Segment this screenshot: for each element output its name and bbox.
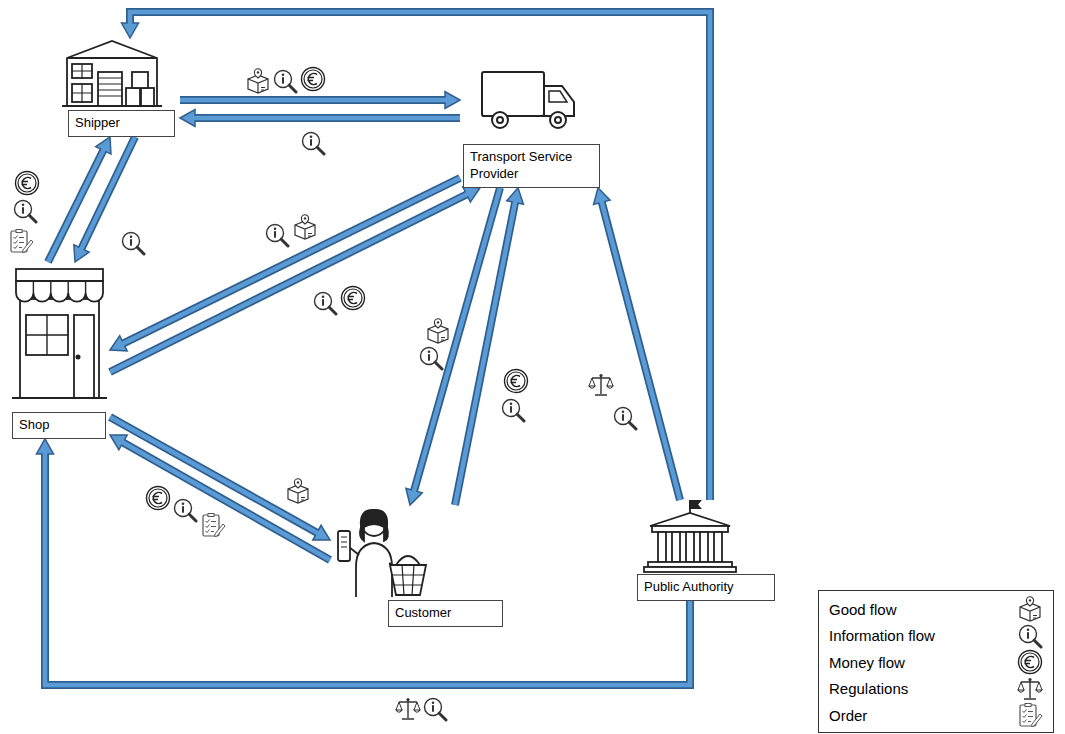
info-icon [421, 348, 443, 370]
info-icon [503, 400, 525, 422]
actor-label-box: Public Authority [637, 574, 775, 601]
authority-icon [644, 500, 736, 572]
actor-node: Public Authority [635, 500, 777, 601]
flow-arrow [455, 188, 523, 505]
money-icon [147, 487, 170, 510]
flow-arrow [110, 187, 480, 372]
legend-icon-shape [1020, 597, 1040, 621]
legend-icon [1017, 623, 1043, 649]
legend-row: Money flow [829, 649, 1043, 676]
arrow-head [445, 92, 460, 109]
legend-text: Money flow [829, 654, 905, 671]
goods-icon [248, 69, 268, 93]
arrow-fill [455, 201, 515, 505]
actor-name: Shipper [75, 115, 168, 132]
arrow-fill [121, 441, 330, 560]
actor-name: Customer [395, 605, 496, 622]
actor-name: Shop [19, 417, 99, 434]
info-icon [267, 225, 289, 247]
arrow-head [180, 110, 195, 127]
money-icon [302, 68, 325, 91]
store-icon [12, 269, 107, 398]
legend-icon [1017, 702, 1043, 728]
legend-icon [1017, 649, 1043, 675]
goods-icon [288, 479, 308, 503]
legend-row: Good flow [829, 596, 1043, 623]
flow-arrow [110, 417, 330, 540]
arrow-fill [110, 417, 319, 534]
arrow-outline [45, 454, 690, 685]
arrow-fill [130, 12, 710, 500]
legend-icon [1017, 676, 1043, 702]
info-icon [303, 133, 325, 155]
flow-arrow [180, 110, 460, 127]
legend-text: Information flow [829, 627, 935, 644]
warehouse-icon [62, 41, 162, 106]
actor-node: Transport Service Provider [460, 62, 602, 188]
legend-row: Information flow [829, 623, 1043, 650]
money-icon [16, 172, 39, 195]
legend-row: Regulations [829, 676, 1043, 703]
arrow-head [122, 23, 139, 38]
info-icon [315, 293, 337, 315]
goods-icon [428, 319, 448, 343]
actor-label-box: Shipper [68, 110, 175, 137]
legend-text: Good flow [829, 601, 897, 618]
actor-name: Transport Service Provider [470, 149, 593, 183]
flow-arrow [37, 439, 691, 685]
flow-arrow [110, 178, 460, 351]
actor-label-box: Customer [388, 600, 503, 627]
customer-icon [338, 510, 426, 597]
order-icon [11, 230, 33, 253]
legend-icon [1017, 596, 1043, 622]
info-icon [123, 233, 145, 255]
legend-row: Order [829, 702, 1043, 729]
legend-icon-shape [1020, 704, 1042, 727]
regulation-icon [589, 374, 613, 395]
info-icon [275, 71, 297, 93]
arrow-fill [601, 200, 680, 500]
actor-label-box: Shop [12, 412, 106, 439]
arrow-outline [130, 12, 710, 500]
actor-name: Public Authority [644, 579, 768, 596]
legend-box: Good flowInformation flowMoney flowRegul… [818, 590, 1054, 733]
arrow-fill [81, 137, 135, 250]
arrow-fill [110, 194, 468, 372]
arrow-fill [122, 178, 460, 344]
flow-arrow [594, 188, 680, 500]
legend-icon-shape [1018, 678, 1042, 699]
arrow-fill [193, 116, 460, 121]
order-icon [203, 514, 225, 537]
flow-arrow [110, 435, 330, 560]
info-icon [425, 699, 447, 721]
actor-node: Shop [10, 262, 110, 439]
flow-arrow [180, 92, 460, 109]
actor-node: Shipper [55, 38, 180, 137]
flow-arrow [48, 137, 111, 262]
legend-text: Regulations [829, 680, 908, 697]
regulation-icon [396, 698, 420, 719]
actor-label-box: Transport Service Provider [463, 144, 600, 188]
legend-icon-shape [1019, 651, 1042, 674]
legend-icon-shape [1020, 625, 1042, 647]
truck-icon [482, 72, 574, 128]
goods-icon [295, 215, 315, 239]
info-icon [615, 408, 637, 430]
arrow-head [37, 439, 54, 454]
flow-arrow [122, 12, 711, 500]
info-icon [175, 500, 197, 522]
info-icon [15, 201, 37, 223]
money-icon [342, 287, 365, 310]
actor-node: Customer [330, 505, 505, 627]
legend-text: Order [829, 707, 867, 724]
arrow-fill [45, 452, 690, 685]
money-icon [505, 370, 528, 393]
arrow-fill [180, 98, 447, 103]
arrow-fill [48, 149, 104, 262]
